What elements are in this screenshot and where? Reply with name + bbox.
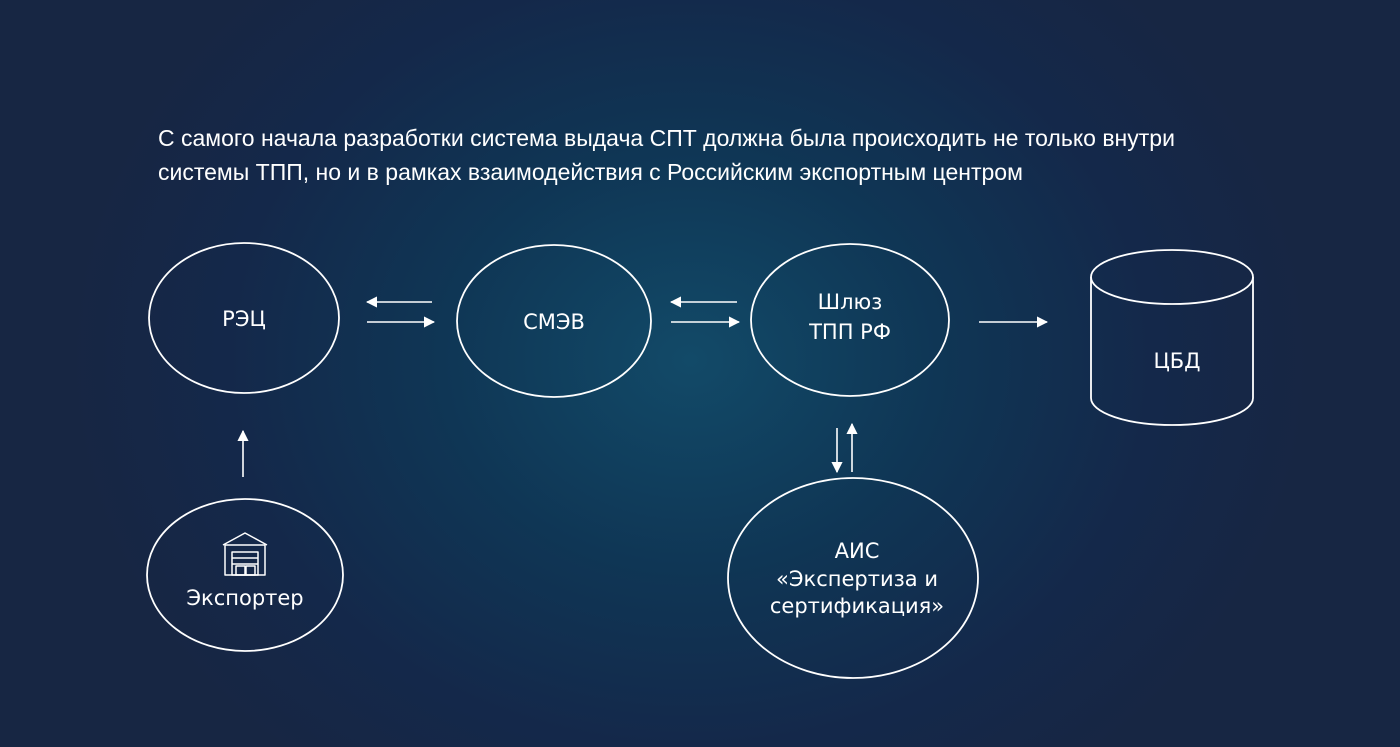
node-gateway: Шлюз ТПП РФ — [750, 243, 950, 397]
node-exporter-shape — [146, 498, 344, 652]
node-gateway-shape — [750, 243, 950, 397]
database-icon — [1090, 249, 1254, 426]
headline: С самого начала разработки система выдач… — [158, 121, 1278, 189]
headline-line-2: системы ТПП, но и в рамках взаимодействи… — [158, 159, 1023, 185]
node-exporter-label: Экспортер — [186, 586, 303, 610]
node-exporter: Экспортер — [146, 498, 344, 652]
node-gateway-label-line-2: ТПП РФ — [808, 320, 891, 344]
node-rec-shape — [148, 242, 340, 394]
node-ais: АИС «Экспертиза и сертификация» — [727, 477, 979, 679]
node-ais-label-line-3: сертификация» — [770, 594, 944, 618]
node-smev-label: СМЭВ — [523, 310, 585, 334]
warehouse-icon — [222, 532, 268, 576]
headline-line-1: С самого начала разработки система выдач… — [158, 125, 1175, 151]
node-smev-shape — [456, 244, 652, 398]
node-smev: СМЭВ — [456, 244, 652, 398]
node-ais-label-line-1: АИС — [835, 539, 880, 563]
node-cbd: ЦБД — [1090, 249, 1254, 426]
node-ais-shape — [727, 477, 979, 679]
node-gateway-label-line-1: Шлюз — [818, 290, 883, 314]
node-ais-label-line-2: «Экспертиза и — [776, 567, 938, 591]
node-rec-label: РЭЦ — [222, 307, 266, 331]
node-rec: РЭЦ — [148, 242, 340, 394]
node-cbd-label: ЦБД — [1153, 349, 1200, 373]
